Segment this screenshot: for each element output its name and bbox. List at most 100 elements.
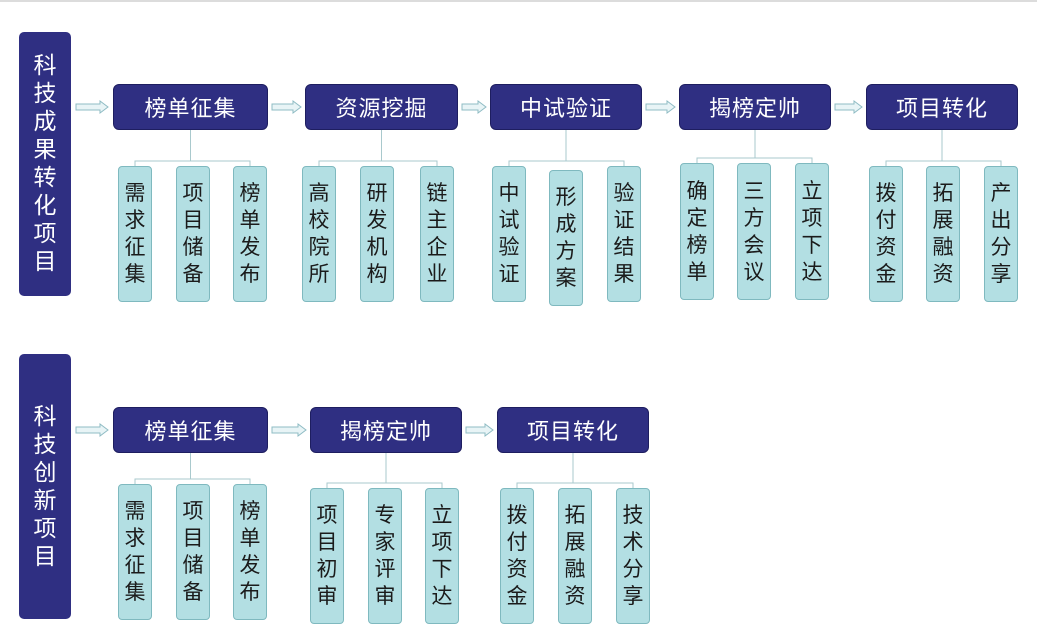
sub-step-char: 集 xyxy=(124,262,146,286)
stage-box: 项目转化 xyxy=(497,407,649,453)
sub-step-char: 展 xyxy=(932,208,954,232)
flow-arrow-icon xyxy=(75,423,109,437)
sub-step-char: 资 xyxy=(506,557,528,581)
group-bracket xyxy=(134,130,251,167)
sub-step-box: 链主企业 xyxy=(420,166,454,302)
sub-step-box: 专家评审 xyxy=(368,488,402,624)
sub-step-char: 拓 xyxy=(564,503,586,527)
sub-step-char: 确 xyxy=(686,178,708,203)
sub-step-char: 布 xyxy=(239,580,261,604)
sub-step-char: 发 xyxy=(239,553,261,577)
sub-step-char: 备 xyxy=(182,580,204,604)
stage-box: 项目转化 xyxy=(866,84,1018,130)
sub-step-char: 会 xyxy=(743,232,765,257)
sub-step-char: 储 xyxy=(182,553,204,577)
sub-step-char: 布 xyxy=(239,262,261,286)
sub-step-box: 技术分享 xyxy=(616,488,650,624)
sub-step-char: 下 xyxy=(801,232,823,257)
sub-step-char: 高 xyxy=(308,181,330,205)
sub-step-char: 金 xyxy=(875,262,897,286)
category-label-char: 技 xyxy=(33,431,57,458)
stage-box: 中试验证 xyxy=(490,84,642,130)
sub-step-char: 需 xyxy=(124,499,146,523)
stage-box: 榜单征集 xyxy=(113,84,268,130)
sub-step-char: 评 xyxy=(374,557,396,581)
flow-arrow-icon xyxy=(271,423,307,437)
sub-step-char: 单 xyxy=(239,208,261,232)
sub-step-char: 方 xyxy=(555,239,577,263)
sub-step-char: 目 xyxy=(316,530,338,554)
sub-step-char: 家 xyxy=(374,530,396,554)
sub-step-char: 分 xyxy=(622,557,644,581)
sub-step-box: 高校院所 xyxy=(302,166,336,302)
sub-step-char: 资 xyxy=(564,584,586,608)
group-bracket xyxy=(134,453,251,485)
sub-step-char: 资 xyxy=(875,235,897,259)
sub-step-char: 果 xyxy=(613,262,635,286)
sub-step-char: 融 xyxy=(564,557,586,581)
category-label-char: 果 xyxy=(33,137,57,163)
row2-category-label: 科技创新项目 xyxy=(19,354,71,619)
sub-step-box: 拨付资金 xyxy=(500,488,534,624)
sub-step-char: 审 xyxy=(316,584,338,608)
category-label-char: 创 xyxy=(33,459,57,486)
group-bracket xyxy=(508,130,625,167)
sub-step-char: 术 xyxy=(622,530,644,554)
sub-step-char: 求 xyxy=(124,526,146,550)
sub-step-char: 资 xyxy=(932,262,954,286)
sub-step-char: 构 xyxy=(366,262,388,286)
sub-step-char: 议 xyxy=(743,259,765,284)
group-bracket xyxy=(696,130,813,164)
group-bracket xyxy=(516,453,634,489)
flow-arrow-icon xyxy=(461,100,487,114)
sub-step-char: 产 xyxy=(990,181,1012,205)
sub-step-char: 方 xyxy=(743,205,765,230)
category-label-char: 转 xyxy=(33,165,57,191)
group-bracket xyxy=(318,130,438,167)
category-label-char: 科 xyxy=(33,403,57,430)
sub-step-char: 求 xyxy=(124,208,146,232)
sub-step-char: 需 xyxy=(124,181,146,205)
sub-step-char: 金 xyxy=(506,584,528,608)
sub-step-box: 项目储备 xyxy=(176,166,210,302)
sub-step-char: 定 xyxy=(686,205,708,230)
sub-step-char: 结 xyxy=(613,235,635,259)
sub-step-char: 项 xyxy=(316,503,338,527)
sub-step-box: 榜单发布 xyxy=(233,166,267,302)
sub-step-box: 需求征集 xyxy=(118,166,152,302)
sub-step-box: 拓展融资 xyxy=(558,488,592,624)
category-label-char: 成 xyxy=(33,109,57,135)
sub-step-box: 立项下达 xyxy=(795,163,829,300)
sub-step-char: 三 xyxy=(743,178,765,203)
category-label-char: 项 xyxy=(33,515,57,542)
sub-step-box: 中试验证 xyxy=(492,166,526,302)
sub-step-char: 项 xyxy=(431,530,453,554)
sub-step-char: 机 xyxy=(366,235,388,259)
sub-step-char: 发 xyxy=(366,208,388,232)
sub-step-box: 立项下达 xyxy=(425,488,459,624)
sub-step-char: 融 xyxy=(932,235,954,259)
sub-step-box: 项目初审 xyxy=(310,488,344,624)
sub-step-char: 案 xyxy=(555,266,577,290)
flow-arrow-icon xyxy=(834,100,863,114)
sub-step-box: 三方会议 xyxy=(737,163,771,300)
sub-step-char: 目 xyxy=(182,526,204,550)
sub-step-char: 链 xyxy=(426,181,448,205)
sub-step-char: 企 xyxy=(426,235,448,259)
stage-box: 揭榜定帅 xyxy=(310,407,462,453)
sub-step-char: 单 xyxy=(686,259,708,284)
sub-step-box: 验证结果 xyxy=(607,166,641,302)
sub-step-char: 拨 xyxy=(875,181,897,205)
category-label-char: 技 xyxy=(33,81,57,107)
sub-step-box: 需求征集 xyxy=(118,484,152,620)
sub-step-char: 征 xyxy=(124,553,146,577)
sub-step-char: 形 xyxy=(555,185,577,209)
sub-step-char: 中 xyxy=(498,181,520,205)
sub-step-char: 达 xyxy=(431,584,453,608)
sub-step-char: 主 xyxy=(426,208,448,232)
sub-step-char: 集 xyxy=(124,580,146,604)
category-label-char: 新 xyxy=(33,487,57,514)
group-bracket xyxy=(885,130,1002,167)
sub-step-char: 校 xyxy=(308,208,330,232)
sub-step-char: 备 xyxy=(182,262,204,286)
